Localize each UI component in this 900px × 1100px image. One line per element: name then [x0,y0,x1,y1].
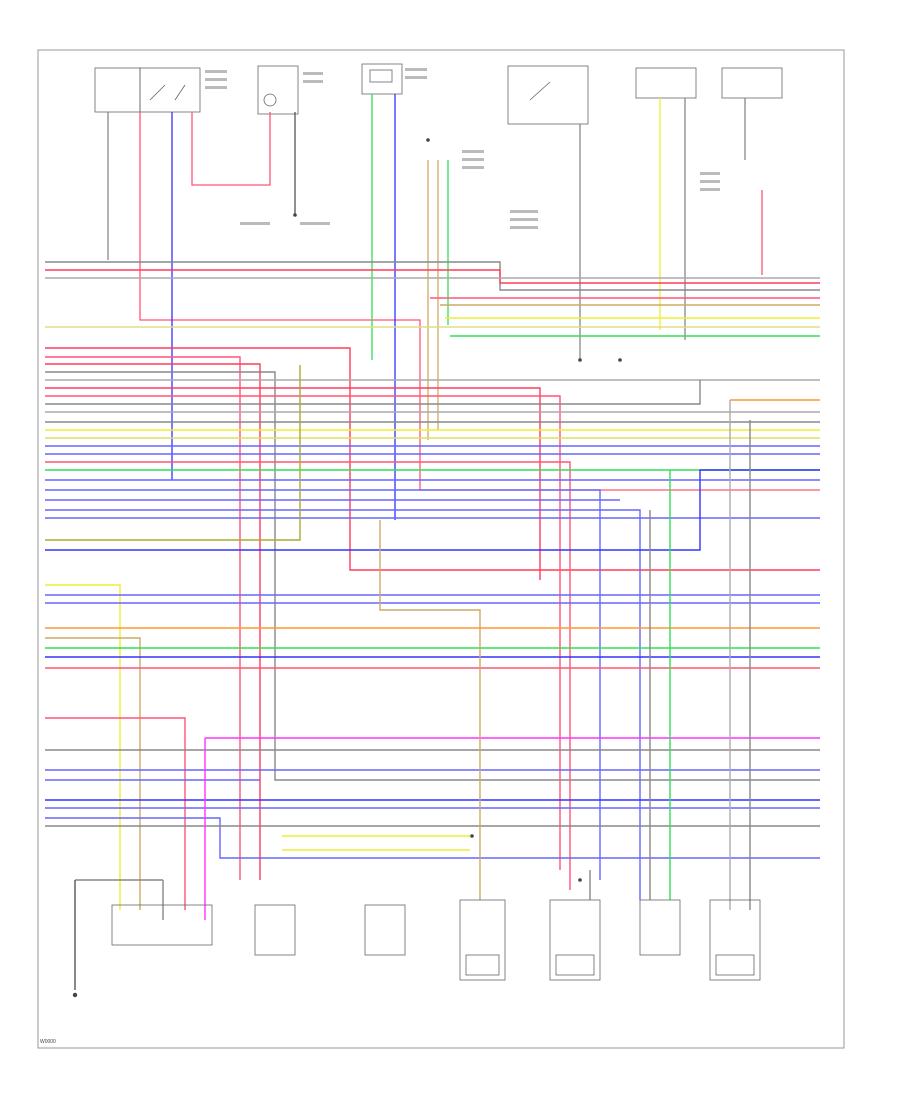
connector-bottom-4 [459,899,506,981]
connector-bottom-2 [254,904,296,956]
connector-bottom-7 [709,899,761,981]
connector-bottom-6 [639,899,681,956]
fuse-top-5 [635,67,697,99]
connector-bottom-1 [111,904,213,946]
diagram-frame [37,49,845,1049]
bottom-connectors [111,899,761,981]
sensor-top-2 [257,65,299,115]
relay-main [94,67,201,113]
junction-dots [72,138,622,998]
top-verticals [107,94,820,520]
fuse-top-6 [721,67,783,99]
top-label-marks [205,68,720,229]
connector-top-3 [361,63,403,95]
connector-bottom-3 [364,904,406,956]
connector-bottom-5 [549,899,601,981]
bus-wires [45,261,820,990]
switch-top-4 [507,65,589,125]
footer-code: W0000 [40,1039,56,1045]
